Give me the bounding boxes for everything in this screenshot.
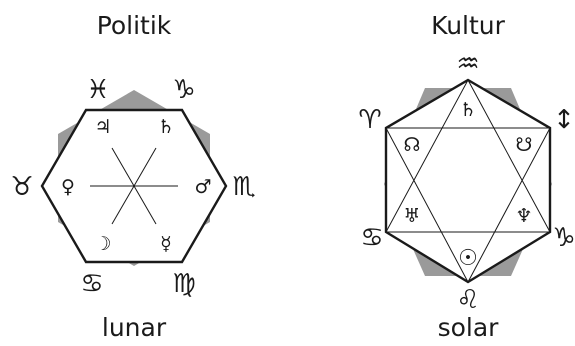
right-inner-symbol-upper-left: ☊ <box>404 134 421 156</box>
left-inner-symbol-bottom-right: ☿ <box>160 233 172 255</box>
left-outer-symbol-bottom-right: ♍ <box>172 269 195 299</box>
right-inner-symbol-upper-right: ☋ <box>516 134 533 156</box>
left-inner-symbol-top-left: ♃ <box>94 116 111 138</box>
right-outer-symbol-top: ♒ <box>456 49 479 79</box>
right-caption: solar <box>438 313 500 342</box>
left-outer-symbol-top-right: ♑ <box>172 75 195 105</box>
right-inner-symbol-top: ♄ <box>459 99 476 121</box>
left-caption: lunar <box>102 313 167 342</box>
right-outer-symbol-top-right: ↕ <box>553 105 575 135</box>
left-inner-symbol-top-right: ♄ <box>157 116 174 138</box>
left-inner-symbol-bottom-left: ☽ <box>94 233 111 255</box>
left-inner-symbol-right: ♂ <box>194 176 211 198</box>
right-title: Kultur <box>431 11 506 40</box>
right-outer-symbol-bottom-right: ♑ <box>552 223 575 253</box>
right-outer-symbol-bottom: ♌ <box>456 285 479 315</box>
right-inner-symbol-bottom: ☉ <box>458 246 478 271</box>
right-hexagram <box>385 78 551 284</box>
left-outer-symbol-right: ♏ <box>232 172 255 202</box>
left-outer-symbol-bottom-left: ♋ <box>80 269 103 299</box>
right-outer-symbol-top-left: ♈ <box>358 105 381 135</box>
left-outer-symbol-left: ♉ <box>10 172 33 202</box>
right-inner-symbol-lower-right: ♆ <box>515 205 532 227</box>
left-cross-lines <box>90 147 178 225</box>
left-inner-symbol-left: ♀ <box>61 176 75 198</box>
right-outer-symbol-bottom-left: ♋ <box>360 223 383 253</box>
left-outer-symbol-top-left: ♓ <box>86 75 109 105</box>
left-title: Politik <box>97 11 172 40</box>
right-inner-symbol-lower-left: ♅ <box>403 205 420 227</box>
